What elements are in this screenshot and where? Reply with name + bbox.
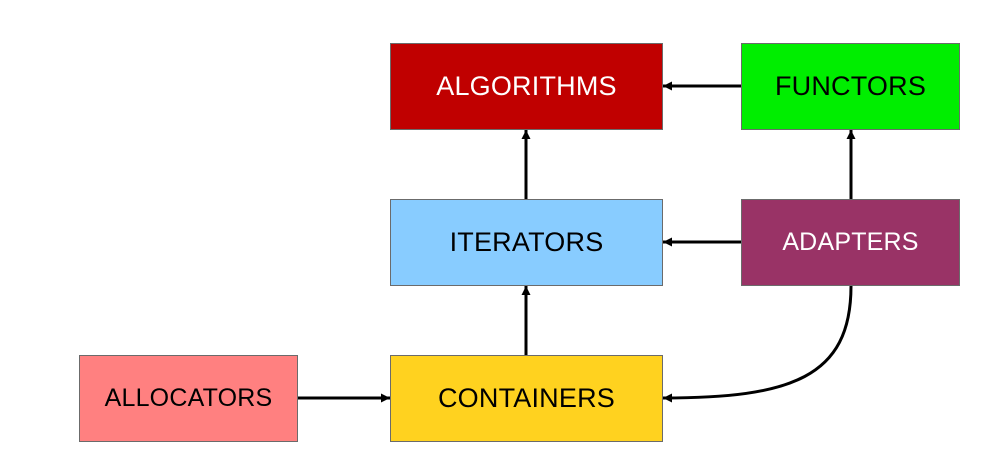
node-allocators-label: ALLOCATORS: [104, 384, 273, 412]
node-iterators-label: ITERATORS: [449, 227, 604, 257]
edges-group: [298, 81, 856, 403]
node-algorithms-label: ALGORITHMS: [436, 71, 617, 101]
node-containers-label: CONTAINERS: [437, 383, 615, 413]
node-allocators: ALLOCATORS: [79, 355, 298, 442]
node-functors: FUNCTORS: [741, 43, 960, 130]
node-containers: CONTAINERS: [390, 355, 663, 442]
node-adapters-label: ADAPTERS: [782, 228, 919, 256]
node-algorithms: ALGORITHMS: [390, 43, 663, 130]
edge-adapters-to-containers: [662, 285, 853, 403]
node-adapters: ADAPTERS: [741, 199, 960, 286]
node-functors-label: FUNCTORS: [774, 71, 927, 101]
node-iterators: ITERATORS: [390, 199, 663, 286]
